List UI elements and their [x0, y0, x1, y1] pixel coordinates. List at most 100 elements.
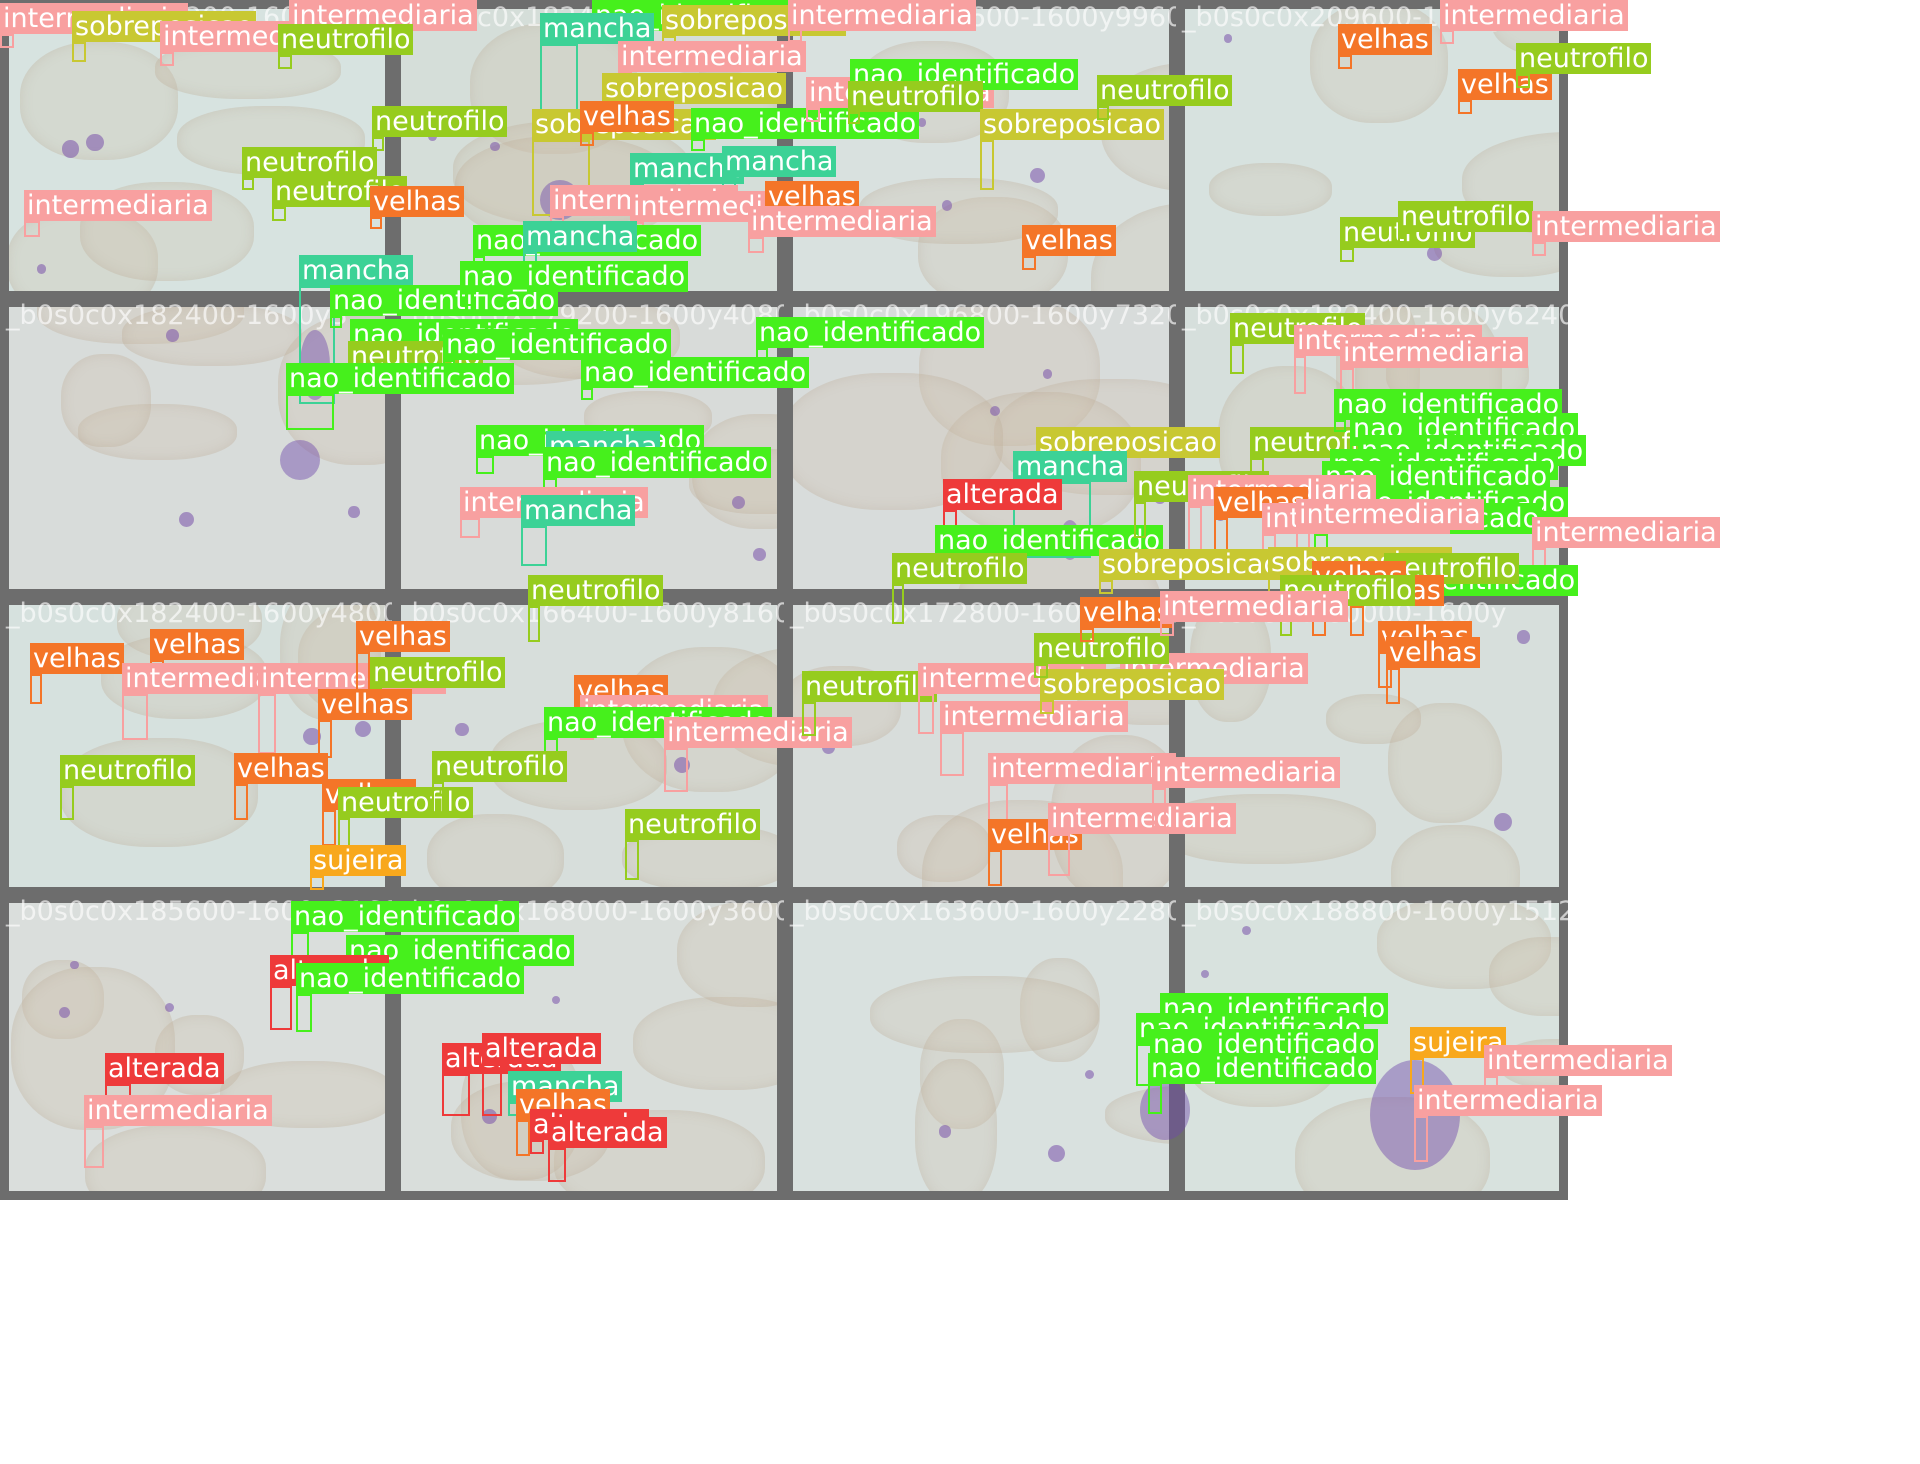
microscopy-image [9, 903, 385, 1191]
cell-outline [896, 814, 991, 882]
cell-outline [84, 1125, 266, 1191]
cell-outline [1019, 958, 1100, 1063]
nucleus [1427, 246, 1443, 262]
bounding-box [258, 694, 276, 754]
detection-label: sobreposicao [1040, 669, 1224, 700]
microscopy-image [793, 903, 1169, 1191]
bounding-box [482, 1064, 502, 1116]
cell-outline [1488, 936, 1559, 1016]
nucleus [1042, 369, 1053, 379]
bounding-box [370, 217, 382, 229]
nucleus [303, 728, 321, 746]
nucleus [1493, 812, 1512, 831]
detection-label: velhas [1338, 24, 1432, 55]
bounding-box [1134, 502, 1146, 538]
nucleus [942, 200, 953, 211]
nucleus [178, 511, 195, 528]
bounding-box [530, 1140, 544, 1154]
bounding-box [1230, 344, 1244, 374]
image-tile: _b0s0c0x209600-1600y99600-1 [1176, 0, 1619, 300]
image-tile: _b0s0c0x163600-1600y22800-1200s1 [784, 894, 1310, 1200]
bounding-box [160, 52, 174, 66]
bounding-box [980, 140, 994, 190]
detection-label: neutrofilo [338, 787, 474, 818]
bounding-box [516, 1120, 530, 1156]
microscopy-image [9, 307, 385, 589]
detection-label: intermediaria [748, 206, 936, 237]
detection-label: sujeira [310, 845, 407, 876]
bounding-box [1022, 256, 1036, 270]
bounding-box [356, 652, 370, 692]
detection-label: nao_identificado [581, 357, 810, 388]
detection-label: intermediaria [664, 717, 852, 748]
bounding-box [1350, 606, 1364, 636]
bounding-box [60, 786, 74, 820]
cell-outline [632, 996, 777, 1090]
tile-filename: _b0s0c0x188800-1600y151200- [1182, 896, 1620, 927]
bounding-box [802, 702, 816, 736]
cell-outline [1326, 694, 1422, 745]
cell-outline [121, 307, 302, 366]
detection-label: intermediaria [1340, 337, 1528, 368]
bounding-box [1516, 74, 1530, 88]
detection-label: mancha [523, 221, 638, 252]
detection-label: nao_identificado [756, 317, 985, 348]
cell-outline [60, 353, 151, 447]
nucleus [348, 506, 360, 518]
detection-label: neutrofilo [1516, 43, 1652, 74]
detection-label: intermediaria [1532, 517, 1720, 548]
detection-label: velhas [580, 101, 674, 132]
bounding-box [460, 292, 474, 306]
bounding-box [330, 316, 342, 328]
nucleus [1084, 1069, 1095, 1080]
detection-label: neutrofilo [848, 81, 984, 112]
bounding-box [806, 108, 820, 122]
detection-label: intermediaria [1414, 1085, 1602, 1116]
cell-outline [22, 959, 105, 1040]
cell-outline [1209, 162, 1332, 216]
bounding-box [234, 784, 248, 820]
bounding-box [748, 237, 764, 253]
bounding-box [270, 986, 292, 1030]
nucleus [753, 548, 766, 562]
image-tile: _b0s0c0x185600-1600y31600-1200s1 [0, 894, 526, 1200]
bounding-box [1097, 106, 1109, 120]
detection-label: mancha [299, 255, 414, 286]
detection-label: neutrofilo [1034, 633, 1170, 664]
cell-outline [869, 975, 1099, 1054]
bounding-box [242, 178, 254, 190]
bounding-box [1048, 834, 1070, 876]
detection-label: velhas [370, 186, 464, 217]
nucleus [917, 118, 926, 127]
bounding-box [372, 137, 384, 151]
bounding-box [1386, 668, 1400, 704]
detection-label: mancha [540, 13, 655, 44]
detection-label: neutrofilo [528, 575, 664, 606]
nucleus [482, 1109, 498, 1125]
image-tile: _b0s0c0x182400-1600y3 [0, 298, 394, 598]
detection-label: intermediaria [1152, 757, 1340, 788]
bounding-box [122, 694, 148, 740]
bounding-box [625, 840, 639, 880]
bounding-box [548, 1148, 566, 1182]
bounding-box [1338, 55, 1352, 69]
detection-label: velhas [234, 753, 328, 784]
bounding-box [1340, 248, 1354, 262]
detection-label: sobreposicao [980, 109, 1164, 140]
detection-label: neutrofilo [242, 147, 378, 178]
detection-label: velhas [356, 621, 450, 652]
bounding-box [1532, 242, 1546, 256]
bounding-box [1294, 356, 1306, 394]
stain-cluster [280, 440, 320, 480]
detection-label: neutrofilo [372, 106, 508, 137]
bounding-box [1099, 580, 1113, 594]
bounding-box [1034, 664, 1048, 678]
detection-label: velhas [1080, 597, 1174, 628]
nucleus [1201, 969, 1210, 978]
nucleus [58, 1007, 71, 1019]
bounding-box [691, 139, 705, 151]
detection-label: alterada [943, 479, 1062, 510]
bounding-box [1398, 232, 1412, 246]
detection-label: velhas [318, 689, 412, 720]
cell-outline [427, 814, 564, 887]
